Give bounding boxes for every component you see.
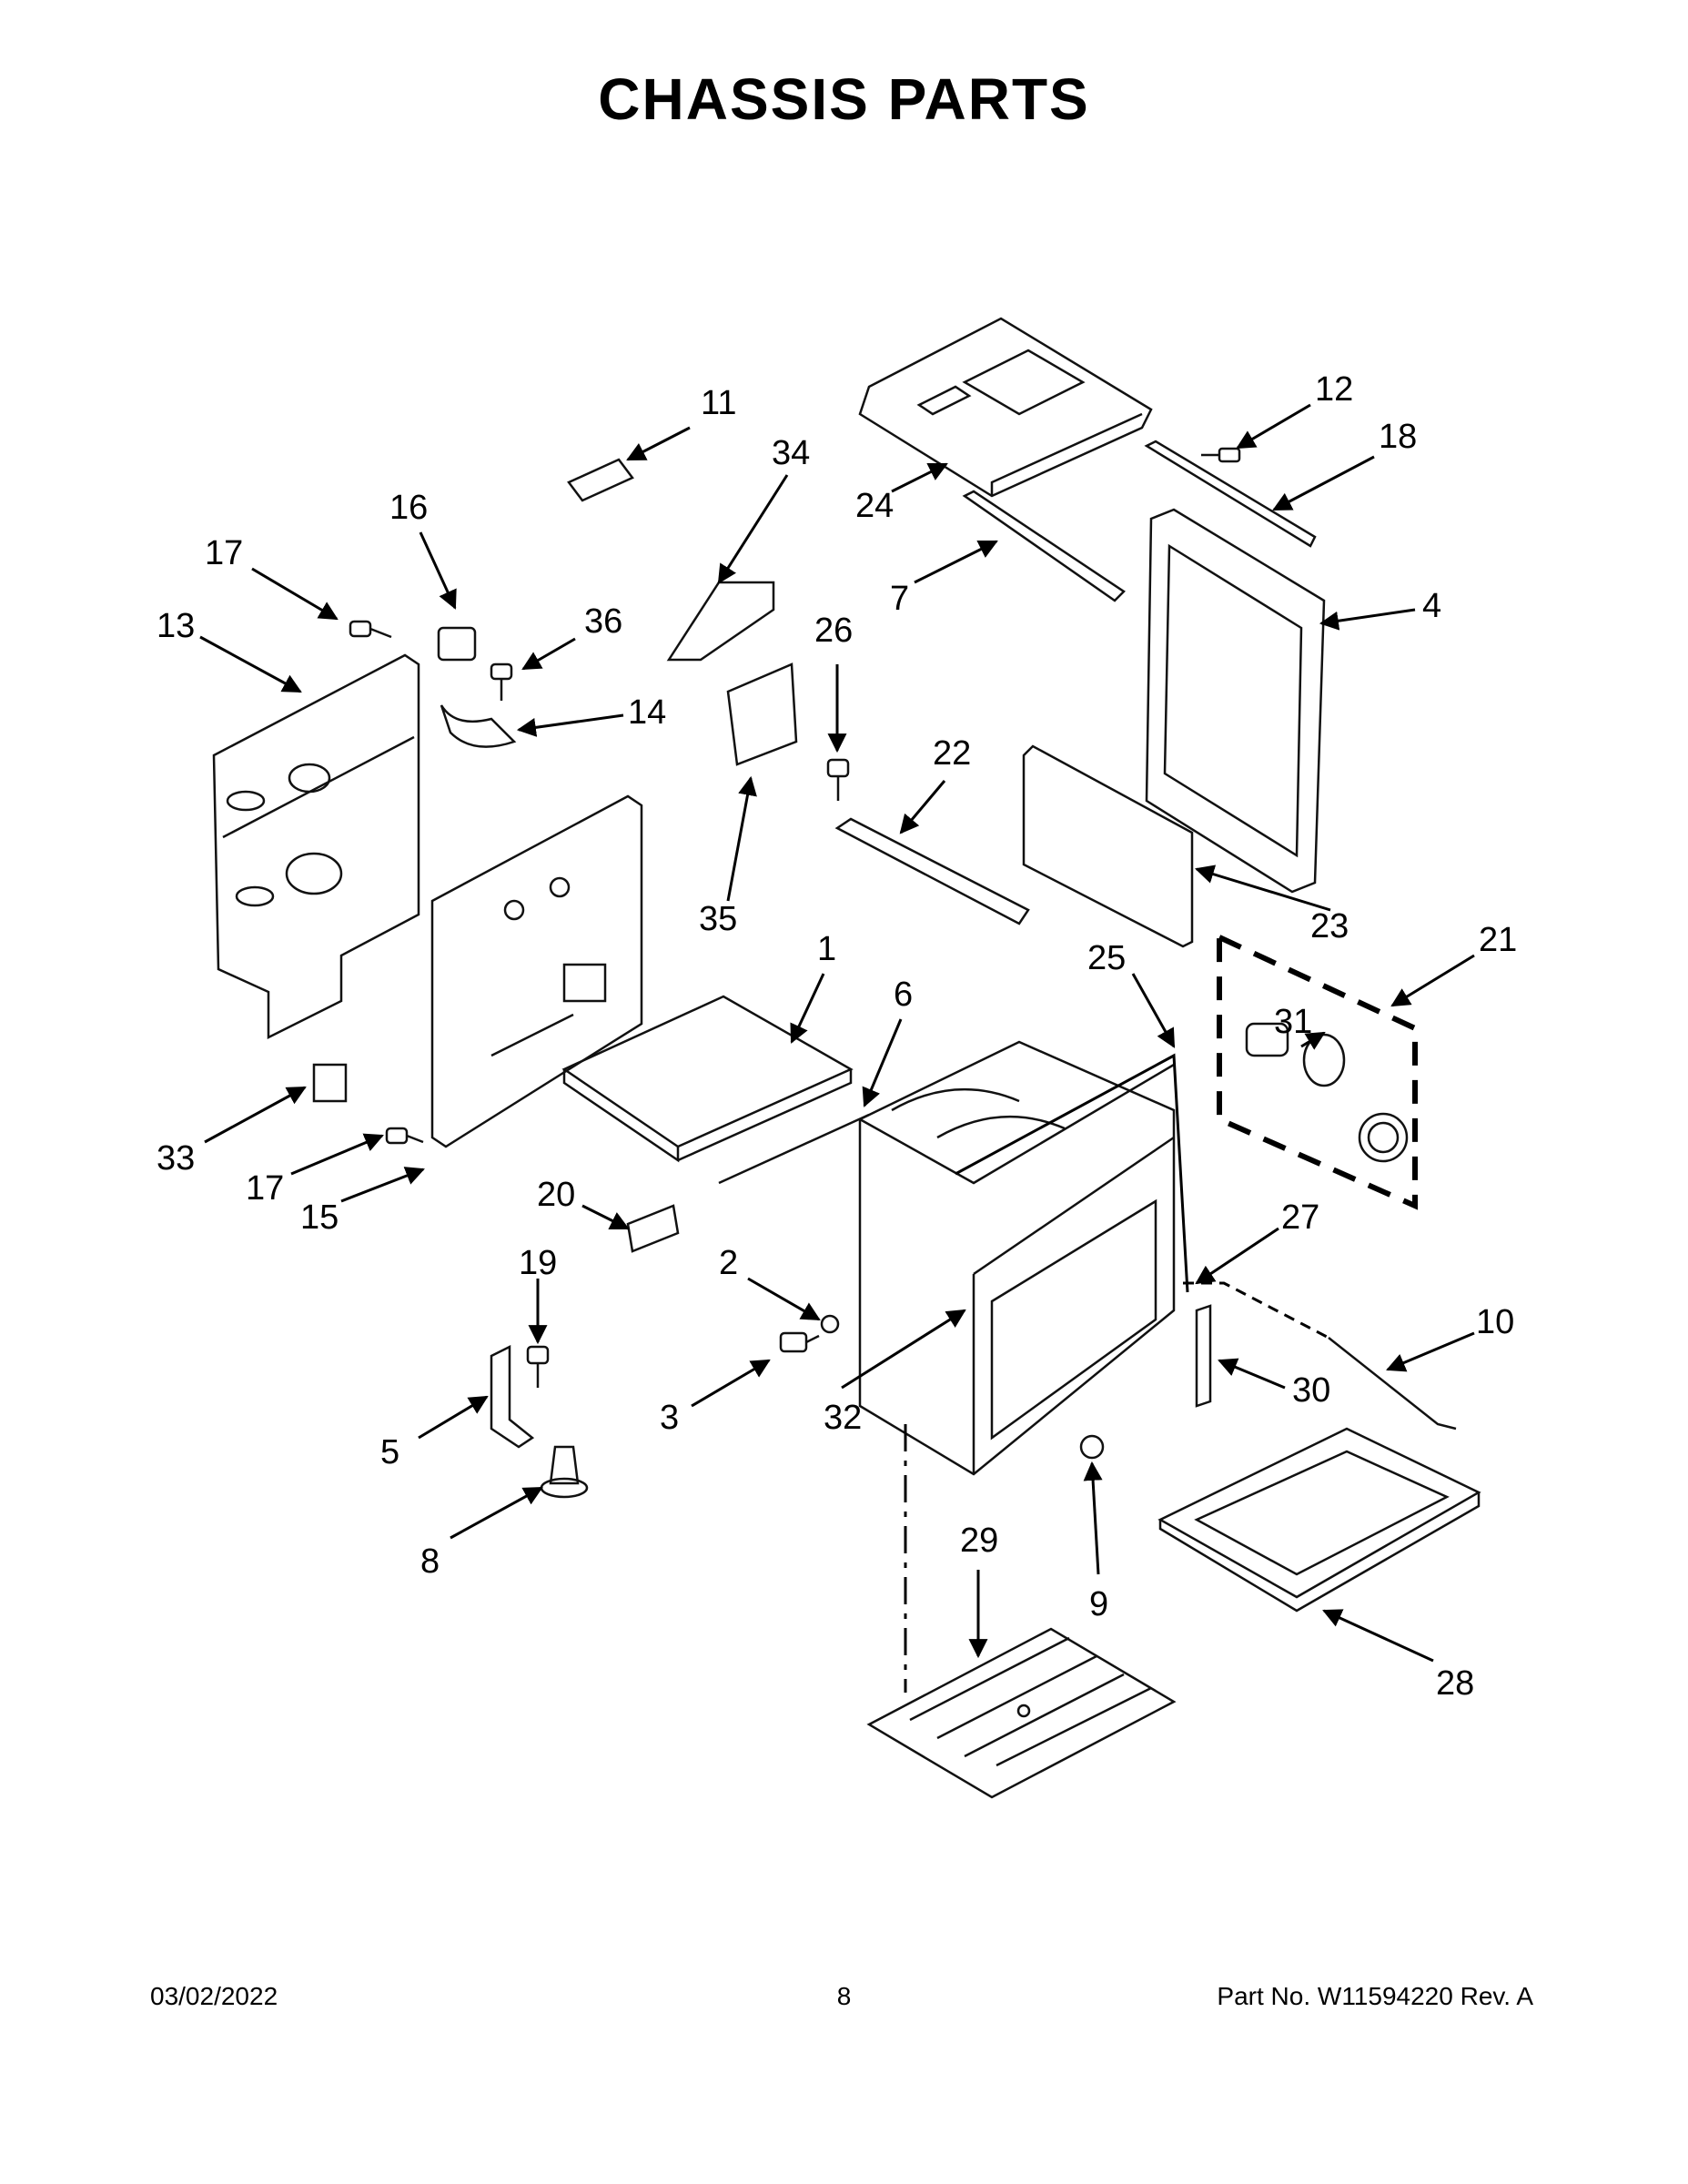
callout-21: 21 xyxy=(1479,921,1517,959)
callout-27: 27 xyxy=(1281,1198,1319,1237)
callout-32: 32 xyxy=(824,1399,862,1437)
part-31-light-socket xyxy=(1245,1022,1409,1163)
callout-9: 9 xyxy=(1089,1585,1108,1623)
callout-3: 3 xyxy=(660,1399,679,1437)
callout-1: 1 xyxy=(817,930,836,968)
part-10-sensor xyxy=(1328,1337,1457,1431)
footer-page-number: 8 xyxy=(836,1982,852,2010)
callout-17-bottom: 17 xyxy=(246,1169,284,1208)
callout-14: 14 xyxy=(628,693,666,732)
leader-arrows xyxy=(199,403,1475,1663)
part-11-clip xyxy=(567,458,634,502)
part-5-leveling-bracket xyxy=(490,1344,535,1449)
part-6-rod xyxy=(718,1113,870,1185)
part-17-screw-bottom xyxy=(385,1127,424,1145)
part-26-screw xyxy=(826,758,850,801)
part-3-screw xyxy=(779,1331,820,1353)
callout-8: 8 xyxy=(420,1542,440,1581)
part-30-bracket xyxy=(1195,1304,1212,1408)
callout-30: 30 xyxy=(1292,1371,1330,1410)
callout-22: 22 xyxy=(933,734,971,773)
part-15-side-panel xyxy=(430,794,643,1148)
part-10-boundary-line xyxy=(1183,1281,1329,1340)
callout-11: 11 xyxy=(701,384,736,422)
callout-25: 25 xyxy=(1087,939,1126,977)
callout-12: 12 xyxy=(1315,370,1353,409)
part-28-pan xyxy=(1157,1427,1481,1613)
part-20-clip xyxy=(626,1204,680,1253)
callout-6: 6 xyxy=(894,976,913,1014)
callout-18: 18 xyxy=(1379,418,1417,456)
part-35-plate xyxy=(726,662,798,766)
footer-part-number: Part No. W11594220 Rev. A xyxy=(1217,1982,1533,2010)
callout-19: 19 xyxy=(519,1244,557,1282)
part-29-rack xyxy=(866,1627,1177,1799)
callout-17-top: 17 xyxy=(205,534,243,572)
callout-35: 35 xyxy=(699,900,737,938)
part-17-screw-top xyxy=(349,620,392,639)
part-13-rear-panel xyxy=(212,653,420,1040)
part-1-tray xyxy=(561,995,854,1163)
part-9-grommet xyxy=(1079,1434,1105,1460)
callout-28: 28 xyxy=(1436,1664,1474,1703)
callout-20: 20 xyxy=(537,1176,575,1214)
callout-26: 26 xyxy=(814,612,853,650)
part-12-screw xyxy=(1201,447,1241,463)
callout-4: 4 xyxy=(1422,587,1441,625)
part-2-washer xyxy=(820,1314,840,1334)
part-7-bracket xyxy=(962,490,1126,602)
callout-10: 10 xyxy=(1476,1303,1514,1341)
part-22-rail xyxy=(834,817,1030,925)
part-25-boundary-line xyxy=(955,1053,1189,1293)
callout-2: 2 xyxy=(719,1244,738,1282)
callout-23: 23 xyxy=(1310,907,1349,945)
part-19-screw xyxy=(526,1345,550,1388)
callout-33: 33 xyxy=(157,1139,195,1178)
page-title: CHASSIS PARTS xyxy=(598,66,1090,132)
part-4-front-frame xyxy=(1145,508,1326,894)
callout-24: 24 xyxy=(855,487,894,525)
callout-7: 7 xyxy=(890,580,909,618)
part-21-light-assembly-boundary xyxy=(1217,933,1418,1210)
part-14-deflector xyxy=(440,704,517,748)
callout-16: 16 xyxy=(389,489,428,527)
callout-34: 34 xyxy=(772,434,810,472)
part-16-clip xyxy=(437,626,477,662)
callout-29: 29 xyxy=(960,1522,998,1560)
callout-36: 36 xyxy=(584,602,622,641)
part-25-oven-cavity xyxy=(858,1040,1176,1476)
part-23-panel xyxy=(1022,744,1194,948)
part-18-top-trim xyxy=(1144,440,1317,548)
callout-labels: 11 12 18 34 24 7 4 16 17 36 13 14 26 22 … xyxy=(157,370,1517,1703)
callout-13: 13 xyxy=(157,607,195,645)
part-34-bracket xyxy=(666,581,775,662)
callout-5: 5 xyxy=(380,1433,399,1471)
part-33-bracket xyxy=(312,1063,348,1103)
callout-31: 31 xyxy=(1274,1003,1312,1041)
part-24-top-cover xyxy=(858,317,1153,498)
footer-date: 03/02/2022 xyxy=(150,1982,278,2010)
callout-15: 15 xyxy=(300,1198,339,1237)
part-8-leveling-leg xyxy=(540,1445,589,1499)
part-36-screw xyxy=(490,662,513,701)
